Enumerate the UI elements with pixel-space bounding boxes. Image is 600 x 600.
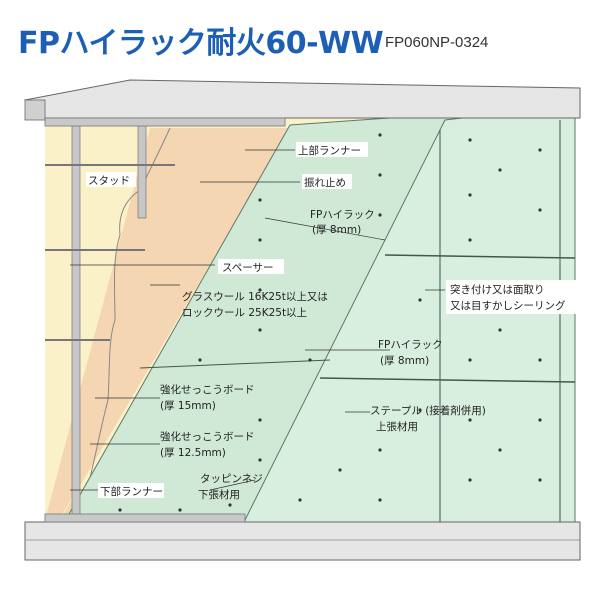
label-bg (98, 483, 164, 498)
label-staple-2: 上張材用 (376, 420, 418, 433)
label-fp-hirack-upper-2: (厚 8mm) (312, 224, 361, 236)
label-anti-sway: 振れ止め (304, 176, 346, 189)
page-title: FPハイラック耐火60-WW (18, 26, 384, 61)
label-gypsum-15-1: 強化せっこうボード (160, 383, 255, 396)
bottom-runner (44, 513, 246, 523)
bottom-slab (24, 521, 581, 561)
label-bg (446, 280, 578, 314)
label-gypsum-15-2: (厚 15mm) (160, 400, 216, 412)
label-staple-1: ステープル (接着剤併用) (370, 404, 486, 417)
panel-joint-horizontal (384, 254, 576, 259)
label-gypsum-125-2: (厚 12.5mm) (160, 447, 226, 459)
label-top-runner: 上部ランナー (298, 144, 361, 157)
top-slab (23, 79, 581, 119)
label-fp-hirack-upper-1: FPハイラック (310, 209, 375, 221)
label-fp-hirack-lower-2: (厚 8mm) (380, 355, 429, 367)
product-code: FP060NP-0324 (385, 34, 489, 51)
label-bg (302, 174, 352, 189)
leader-lines (70, 149, 445, 491)
label-joint-2: 又は目すかしシーリング (450, 299, 566, 312)
label-bg (86, 172, 136, 187)
label-bg (296, 142, 368, 157)
label-tapping-screw-2: 下張材用 (198, 488, 240, 501)
label-joint-1: 突き付け又は面取り (450, 283, 545, 296)
top-runner (44, 117, 286, 127)
label-tapping-screw-1: タッピンネジ (200, 473, 263, 485)
panel-joint-horizontal-lower (319, 377, 576, 383)
label-insulation-2: ロックウール 25K25t以上 (182, 307, 307, 319)
label-bg (218, 259, 284, 274)
label-spacer: スペーサー (222, 262, 274, 274)
label-gypsum-125-1: 強化せっこうボード (160, 430, 255, 443)
label-stud: スタッド (88, 175, 130, 187)
label-insulation-1: グラスウール 16K25t以上又は (182, 290, 328, 303)
label-fp-hirack-lower-1: FPハイラック (378, 339, 443, 351)
board-joint-line (139, 359, 331, 369)
label-bottom-runner: 下部ランナー (100, 485, 163, 498)
top-slab-edge (24, 99, 46, 121)
gypsum-board-inner (45, 128, 285, 522)
